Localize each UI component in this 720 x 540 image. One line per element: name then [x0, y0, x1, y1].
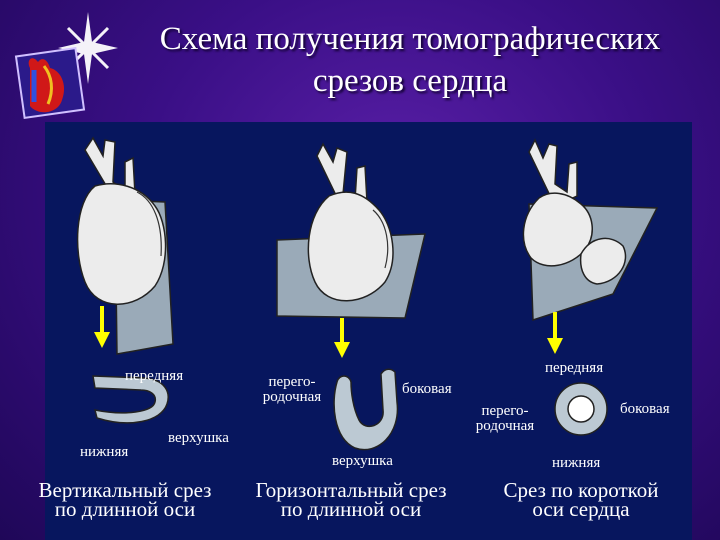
label-lateral: боковая — [402, 381, 452, 397]
label-anterior: передняя — [125, 368, 184, 384]
title-line-2: срезов сердца — [312, 63, 508, 99]
label-inferior: нижняя — [80, 444, 129, 460]
heart-vertical-slice-illustration — [76, 136, 174, 355]
label-septal: перего- родочная — [465, 404, 545, 434]
caption-short-axis-slice: Срез по короткой оси сердца — [481, 478, 681, 521]
caption-horizontal-slice: Горизонтальный срез по длинной оси — [240, 478, 462, 521]
label-septal-line-1: перего- — [481, 403, 529, 419]
arrow-down-icon — [547, 312, 563, 354]
label-lateral: боковая — [620, 401, 670, 417]
vertical-long-axis-slice-shape — [92, 375, 169, 424]
label-apex: верхушка — [168, 430, 229, 446]
caption-line-1: Вертикальный срез — [38, 478, 212, 502]
label-anterior: передняя — [545, 360, 604, 376]
label-septal-line-2: родочная — [475, 418, 535, 434]
caption-line-1: Горизонтальный срез — [255, 478, 447, 502]
label-septal-line-1: перего- — [268, 374, 316, 390]
caption-line-2: оси сердца — [532, 497, 630, 521]
label-septal: перего- родочная — [257, 375, 327, 405]
heart-star-logo-icon — [14, 12, 118, 120]
arrow-down-icon — [94, 306, 110, 348]
diagram-panel: передняя верхушка нижняя Вертикальный ср… — [39, 122, 692, 540]
label-apex: верхушка — [332, 453, 393, 469]
caption-line-1: Срез по короткой — [503, 478, 659, 502]
horizontal-long-axis-slice-shape — [333, 368, 399, 451]
arrow-down-icon — [334, 318, 350, 358]
heart-horizontal-slice-illustration — [276, 142, 426, 319]
heart-short-axis-illustration — [522, 138, 659, 322]
caption-line-2: по длинной оси — [54, 497, 196, 521]
label-inferior: нижняя — [552, 455, 601, 471]
page-title: Схема получения томографических срезов с… — [100, 18, 720, 102]
caption-vertical-slice: Вертикальный срез по длинной оси — [15, 478, 235, 521]
short-axis-ring-cavity — [567, 395, 595, 423]
diagram-artwork — [76, 136, 659, 451]
caption-line-2: по длинной оси — [280, 497, 422, 521]
label-septal-line-2: родочная — [262, 389, 322, 405]
title-line-1: Схема получения томографических — [159, 21, 661, 57]
